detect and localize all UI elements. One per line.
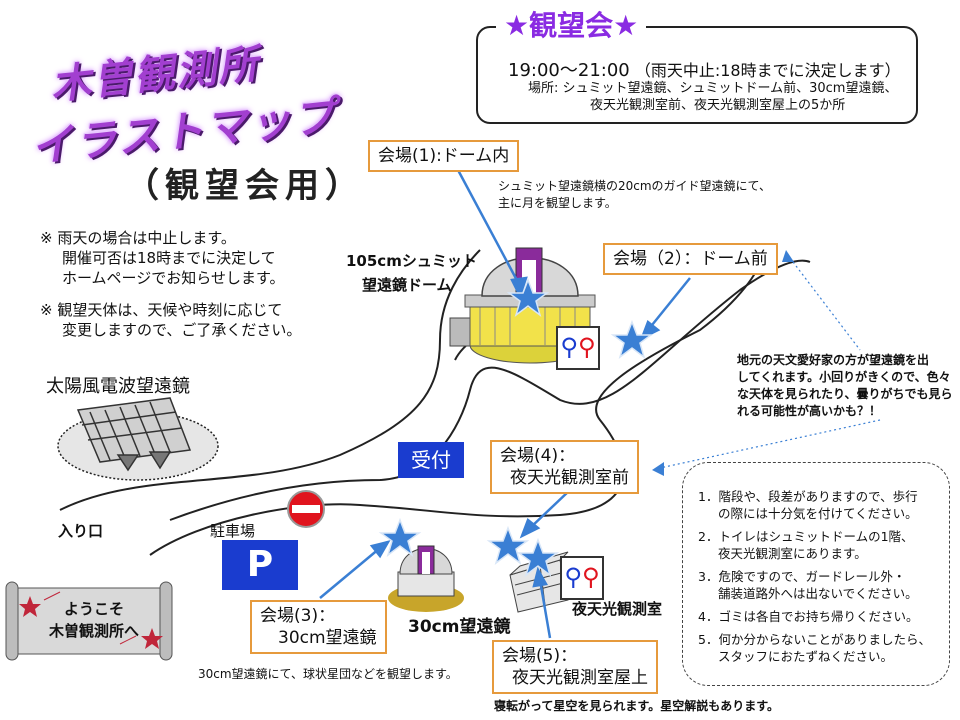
venue-3-line1: 会場(3)： bbox=[260, 606, 336, 626]
schmidt-dome-label-line1: 105cmシュミット bbox=[346, 252, 477, 270]
venue-1-box: 会場(1):ドーム内 bbox=[368, 140, 520, 172]
venue-2-box: 会場（2）：ドーム前 bbox=[603, 243, 778, 275]
rule-5-line1: 5．何か分からないことがありましたら、 bbox=[698, 632, 931, 647]
rule-2-line1: 2．トイレはシュミットドームの1階、 bbox=[698, 529, 914, 544]
venue-5-desc: 寝転がって星空を見られます。星空解説もあります。 bbox=[494, 699, 780, 713]
event-place-line1: 場所: シュミット望遠鏡、シュミットドーム前、30cm望遠鏡、 bbox=[528, 81, 898, 96]
arrowhead bbox=[652, 462, 664, 476]
arrowhead bbox=[782, 250, 794, 262]
event-place-line2: 夜天光観測室前、夜天光観測室屋上の5か所 bbox=[590, 98, 846, 113]
event-time: 19:00～21:00 （雨天中止:18時までに決定します） bbox=[508, 56, 901, 82]
rule-1-line1: 1．階段や、段差がありますので、歩行 bbox=[698, 489, 918, 504]
event-place: 場所: シュミット望遠鏡、シュミットドーム前、30cm望遠鏡、 夜天光観測室前、… bbox=[528, 80, 897, 114]
objects-note-line2: 変更しますので、ご了承ください。 bbox=[62, 321, 302, 339]
venue-2-desc-line4: れる可能性が高いかも？！ bbox=[737, 404, 882, 418]
radio-antenna-array bbox=[76, 397, 192, 472]
rule-1-line2: の際には十分気を付けてください。 bbox=[718, 506, 918, 521]
rule-4-line1: 4．ゴミは各自でお持ち帰りください。 bbox=[698, 609, 919, 624]
night-sky-room-label: 夜天光観測室 bbox=[572, 600, 663, 618]
venue-5-box: 会場(5)： 夜天光観測室屋上 bbox=[492, 640, 658, 694]
parking-label: 駐車場 bbox=[210, 522, 256, 540]
road bbox=[169, 259, 811, 521]
toilet-icon: ⚲⚲ bbox=[556, 326, 600, 370]
rain-note-line3: ホームページでお知らせします。 bbox=[62, 269, 285, 287]
rule-3-line2: 舗装道路外へは出ないでください。 bbox=[718, 586, 918, 601]
star-icon bbox=[378, 277, 654, 577]
rules-box bbox=[682, 462, 950, 686]
venue-1-desc-line2: 主に月を観望します。 bbox=[498, 196, 617, 210]
welcome-scroll bbox=[5, 581, 173, 661]
parking-sign: P bbox=[222, 540, 298, 590]
rule-2-line2: 夜天光観測室にあります。 bbox=[718, 546, 867, 561]
no-entry-icon bbox=[287, 490, 325, 528]
road bbox=[59, 249, 481, 511]
venue-2-desc-line1: 地元の天文愛好家の方が望遠鏡を出 bbox=[737, 353, 930, 367]
venue-5-line2: 夜天光観測室屋上 bbox=[512, 668, 648, 688]
dotted-guide bbox=[659, 257, 881, 469]
telescope-30-label: 30cm望遠鏡 bbox=[408, 617, 511, 637]
venue-5-line1: 会場(5)： bbox=[502, 646, 578, 666]
venue-4-line2: 夜天光観測室前 bbox=[510, 468, 629, 488]
solar-radio-label: 太陽風電波望遠鏡 bbox=[46, 376, 190, 397]
venue-2-desc-line2: してくれます。小回りがきくので、色々 bbox=[737, 370, 951, 384]
venue-1-desc-line1: シュミット望遠鏡横の20cmのガイド望遠鏡にて、 bbox=[498, 179, 771, 193]
venue-2-desc-line3: な天体を見られたり、曇りがちでも見ら bbox=[737, 387, 953, 401]
venue-4-box: 会場(4)： 夜天光観測室前 bbox=[490, 440, 639, 494]
schmidt-dome-label-line2: 望遠鏡ドーム bbox=[362, 276, 452, 294]
venue-3-desc: 30cm望遠鏡にて、球状星団などを観望します。 bbox=[198, 667, 458, 681]
welcome-line1: ようこそ bbox=[63, 600, 124, 618]
venue-4-line1: 会場(4)： bbox=[500, 446, 576, 466]
venue-3-box: 会場(3)： 30cm望遠鏡 bbox=[250, 600, 387, 654]
rule-3-line1: 3．危険ですので、ガードレール外・ bbox=[698, 569, 906, 584]
entrance-label: 入り口 bbox=[58, 522, 104, 540]
reception-sign: 受付 bbox=[398, 442, 464, 478]
event-time-note: （雨天中止:18時までに決定します） bbox=[634, 61, 901, 80]
event-time-range: 19:00～21:00 bbox=[508, 60, 630, 81]
objects-note-line1: ※ 観望天体は、天候や時刻に応じて bbox=[40, 301, 283, 319]
welcome-line2: 木曽観測所へ bbox=[48, 622, 139, 640]
rain-note-line2: 開催可否は18時までに決定して bbox=[62, 249, 276, 267]
event-title: ★観望会★ bbox=[496, 4, 647, 44]
venue-arrows bbox=[319, 169, 691, 639]
rain-note-line1: ※ 雨天の場合は中止します。 bbox=[40, 229, 236, 247]
map-subtitle: （観望会用） bbox=[125, 166, 365, 206]
venue-3-line2: 30cm望遠鏡 bbox=[278, 628, 377, 648]
rule-5-line2: スタッフにおたずねください。 bbox=[718, 649, 894, 664]
welcome-text: ようこそ 木曽観測所へ bbox=[24, 598, 164, 642]
toilet-icon: ⚲⚲ bbox=[560, 556, 604, 600]
telescope-30-building bbox=[388, 545, 464, 612]
